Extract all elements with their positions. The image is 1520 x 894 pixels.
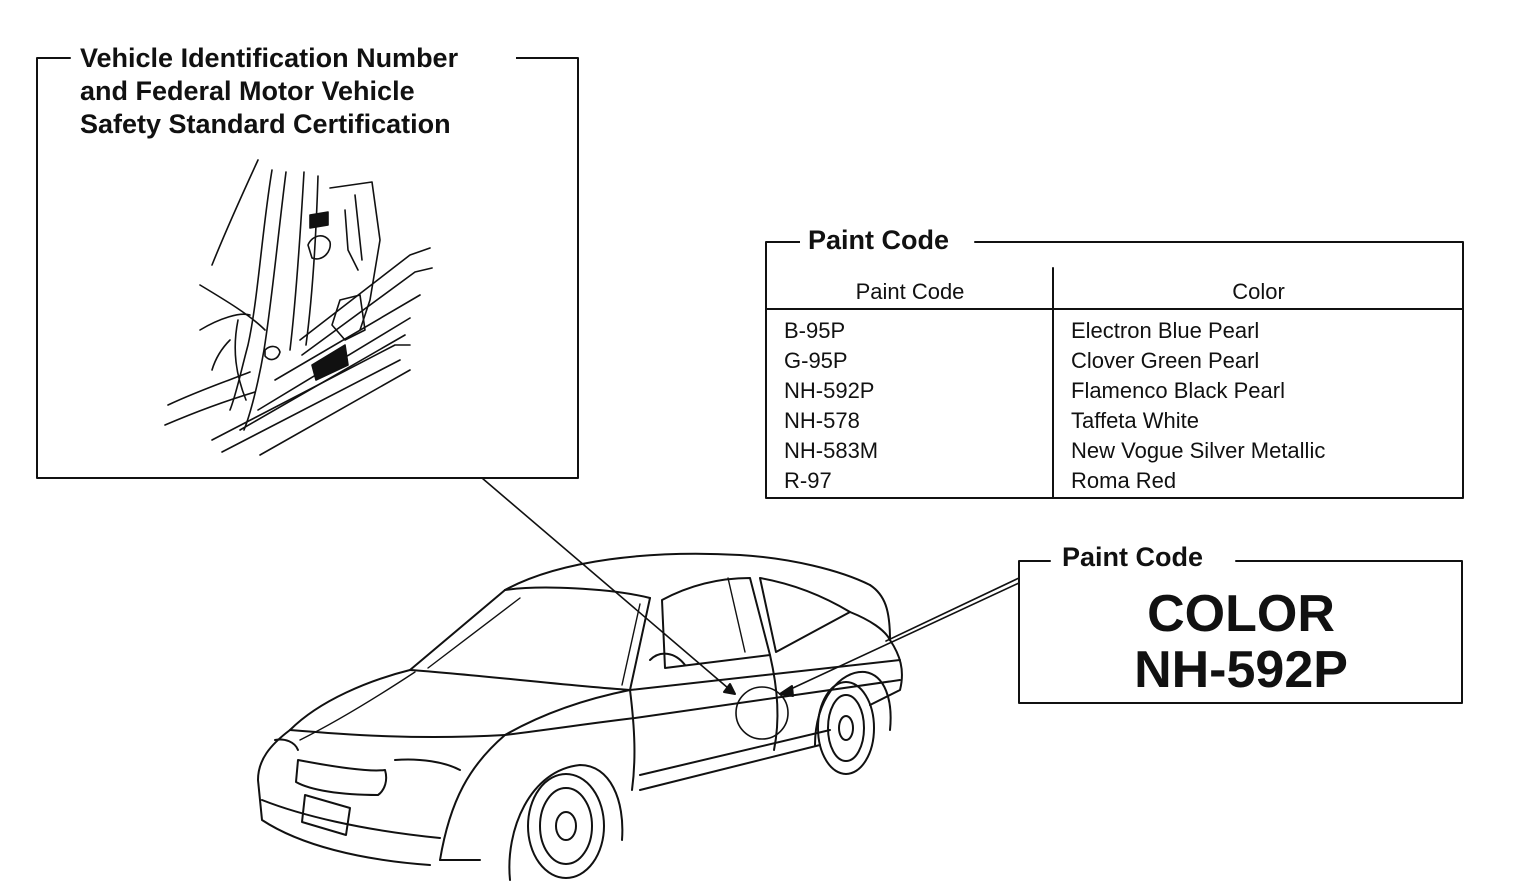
paint-color-column: Electron Blue Pearl Clover Green Pearl F…	[1071, 316, 1325, 496]
paint-label-location	[735, 686, 789, 740]
color-label-frame	[1018, 560, 1463, 704]
paint-code-cell: R-97	[784, 468, 832, 493]
vin-title-line-1: Vehicle Identification Number	[80, 43, 459, 73]
paint-color-cell: Electron Blue Pearl	[1071, 318, 1260, 343]
paint-code-cell: B-95P	[784, 318, 846, 343]
paint-color-cell: Taffeta White	[1071, 408, 1199, 433]
paint-color-cell: New Vogue Silver Metallic	[1071, 438, 1326, 463]
paint-color-cell: Roma Red	[1071, 468, 1177, 493]
car-illustration	[257, 552, 1020, 881]
paint-table-title: Paint Code	[800, 223, 958, 257]
color-label-title: Paint Code	[1054, 540, 1212, 574]
paint-table-header-color: Color	[1232, 279, 1285, 304]
vin-title-line-2: and Federal Motor Vehicle	[80, 76, 415, 106]
paint-table-frame	[765, 241, 1464, 499]
paint-table-header-code: Paint Code	[855, 279, 965, 304]
paint-code-cell: NH-592P	[784, 378, 875, 403]
paint-code-cell: NH-578	[784, 408, 860, 433]
color-label-line-1: COLOR	[1147, 585, 1335, 643]
paint-code-column: B-95P G-95P NH-592P NH-578 NH-583M R-97	[784, 316, 878, 496]
color-label-leader	[885, 577, 1020, 642]
door-jamb-illustration	[164, 159, 433, 456]
paint-code-cell: G-95P	[784, 348, 848, 373]
vin-leader-line	[481, 477, 736, 695]
paint-color-cell: Clover Green Pearl	[1071, 348, 1260, 373]
vin-title-line-3: Safety Standard Certification	[80, 109, 451, 139]
vin-box-frame	[36, 57, 579, 479]
color-label-line-2: NH-592P	[1134, 641, 1348, 699]
vin-box-title: Vehicle Identification Number and Federa…	[78, 42, 516, 141]
paint-code-cell: NH-583M	[784, 438, 879, 463]
paint-color-cell: Flamenco Black Pearl	[1071, 378, 1285, 403]
